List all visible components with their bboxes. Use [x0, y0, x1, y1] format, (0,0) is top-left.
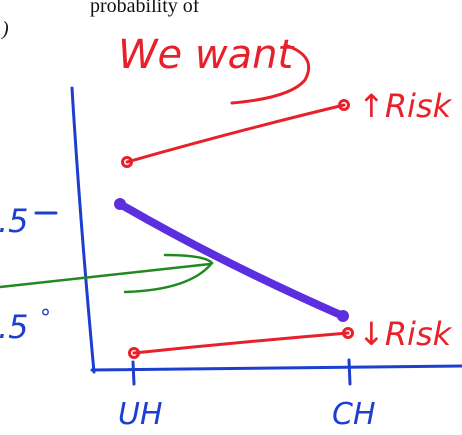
upper-risk-point-uh: [121, 156, 133, 168]
y-axis: [70, 86, 96, 374]
x-axis: [90, 364, 462, 372]
we-want-arrow: [230, 43, 311, 105]
upper-risk-line: [125, 103, 346, 164]
declining-point-uh: [114, 198, 126, 210]
lower-risk-point-ch: [342, 327, 354, 339]
y-tick-degree-mark: °: [40, 306, 51, 331]
lower-risk-point-uh: [128, 347, 140, 359]
declining-line: [116, 200, 347, 320]
upper-risk-point-ch: [338, 99, 350, 111]
lower-risk-line: [132, 331, 350, 355]
y-tick-label-upper: .5: [0, 202, 29, 240]
green-arrow-head: [123, 253, 214, 294]
x-tick-uh: [131, 360, 136, 386]
green-arrow-shaft: [0, 262, 212, 289]
y-tick-label-lower: .5: [0, 308, 29, 346]
x-tick-label-uh: UH: [118, 397, 163, 432]
x-tick-ch: [347, 358, 352, 386]
down-risk-label: ↓Risk: [358, 315, 453, 353]
we-want-annotation: We want: [118, 32, 294, 78]
header-text-line2: ): [1, 18, 9, 40]
declining-point-ch: [337, 310, 349, 322]
header-text-line1: probability of: [90, 0, 200, 17]
up-risk-label: ↑Risk: [358, 87, 453, 125]
x-tick-label-ch: CH: [332, 397, 376, 432]
